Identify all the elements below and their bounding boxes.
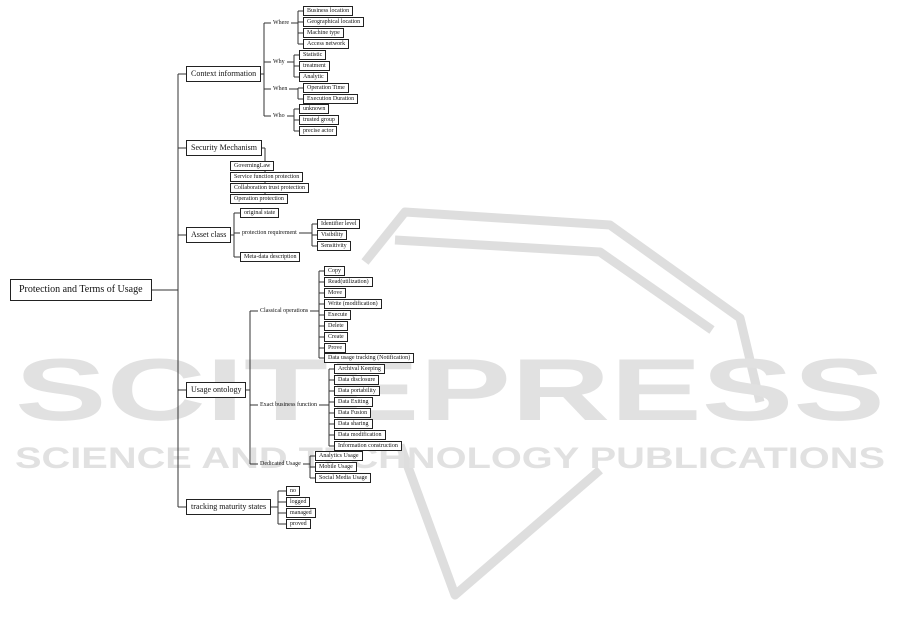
node-logged: logged [286, 497, 311, 507]
node-original-state: original state [240, 208, 280, 218]
node-visibility: Visibility [317, 230, 348, 240]
node-machine-type: Machine type [303, 28, 344, 38]
node-statistic: Statistic [299, 50, 327, 60]
node-data-usage-tracking-notification: Data usage tracking (Notification) [324, 353, 415, 363]
node-protection-requirement: protection requirement [242, 230, 297, 236]
node-context-information: Context information [186, 66, 262, 82]
node-usage-ontology: Usage ontology [186, 382, 247, 398]
node-treatment: treatment [299, 61, 330, 71]
node-meta-data-description: Meta-data description [240, 252, 301, 262]
node-analytic: Analytic [299, 72, 328, 82]
node-managed: managed [286, 508, 316, 518]
node-delete: Delete [324, 321, 348, 331]
node-data-exiting: Data Exiting [334, 397, 373, 407]
node-mobile-usage: Mobile Usage [315, 462, 357, 472]
node-service-function-protection: Service function protection [230, 172, 304, 182]
node-operation-time: Operation Time [303, 83, 349, 93]
node-unknown: unknown [299, 104, 330, 114]
node-social-media-usage: Social Media Usage [315, 473, 372, 483]
node-collaboration-trust-protection: Collaboration trust protection [230, 183, 309, 193]
node-copy: Copy [324, 266, 346, 276]
node-protection-and-terms-of-usage: Protection and Terms of Usage [10, 279, 152, 301]
node-trusted-group: trusted group [299, 115, 339, 125]
node-classical-operations: Classical operations [260, 308, 309, 314]
node-precise-actor: precise actor [299, 126, 338, 136]
node-create: Create [324, 332, 348, 342]
node-information-construction: Information construction [334, 441, 402, 451]
node-no: no [286, 486, 300, 496]
node-access-network: Access network [303, 39, 350, 49]
node-exact-business-function: Exact business function [260, 402, 317, 408]
node-where: Where [273, 20, 289, 26]
node-execute: Execute [324, 310, 352, 320]
node-data-sharing: Data sharing [334, 419, 373, 429]
node-data-portability: Data portability [334, 386, 380, 396]
node-analytics-usage: Analytics Usage [315, 451, 363, 461]
node-why: Why [273, 59, 285, 65]
node-when: When [273, 86, 288, 92]
node-who: Who [273, 113, 285, 119]
node-operation-protection: Operation protection [230, 194, 288, 204]
node-asset-class: Asset class [186, 227, 232, 243]
node-data-fusion: Data Fusion [334, 408, 372, 418]
node-business-location: Business location [303, 6, 354, 16]
node-governinglaw: GoverningLaw [230, 161, 275, 171]
node-proved: proved [286, 519, 311, 529]
node-write-modification: Write (modification) [324, 299, 382, 309]
node-sensitivity: Sensitivity [317, 241, 351, 251]
node-security-mechanism: Security Mechanism [186, 140, 262, 156]
node-dedicated-usage: Dedicated Usage [260, 461, 301, 467]
node-geographical-location: Geographical location [303, 17, 365, 27]
node-execution-duration: Execution Duration [303, 94, 359, 104]
node-read-utilization: Read(utilization) [324, 277, 373, 287]
node-move: Move [324, 288, 346, 298]
node-prove: Prove [324, 343, 346, 353]
node-data-modification: Data modification [334, 430, 386, 440]
node-data-disclosure: Data disclosure [334, 375, 380, 385]
node-archival-keeping: Archival Keeping [334, 364, 385, 374]
node-tracking-maturity-states: tracking maturity states [186, 499, 272, 515]
node-identifier-level: Identifier level [317, 219, 361, 229]
